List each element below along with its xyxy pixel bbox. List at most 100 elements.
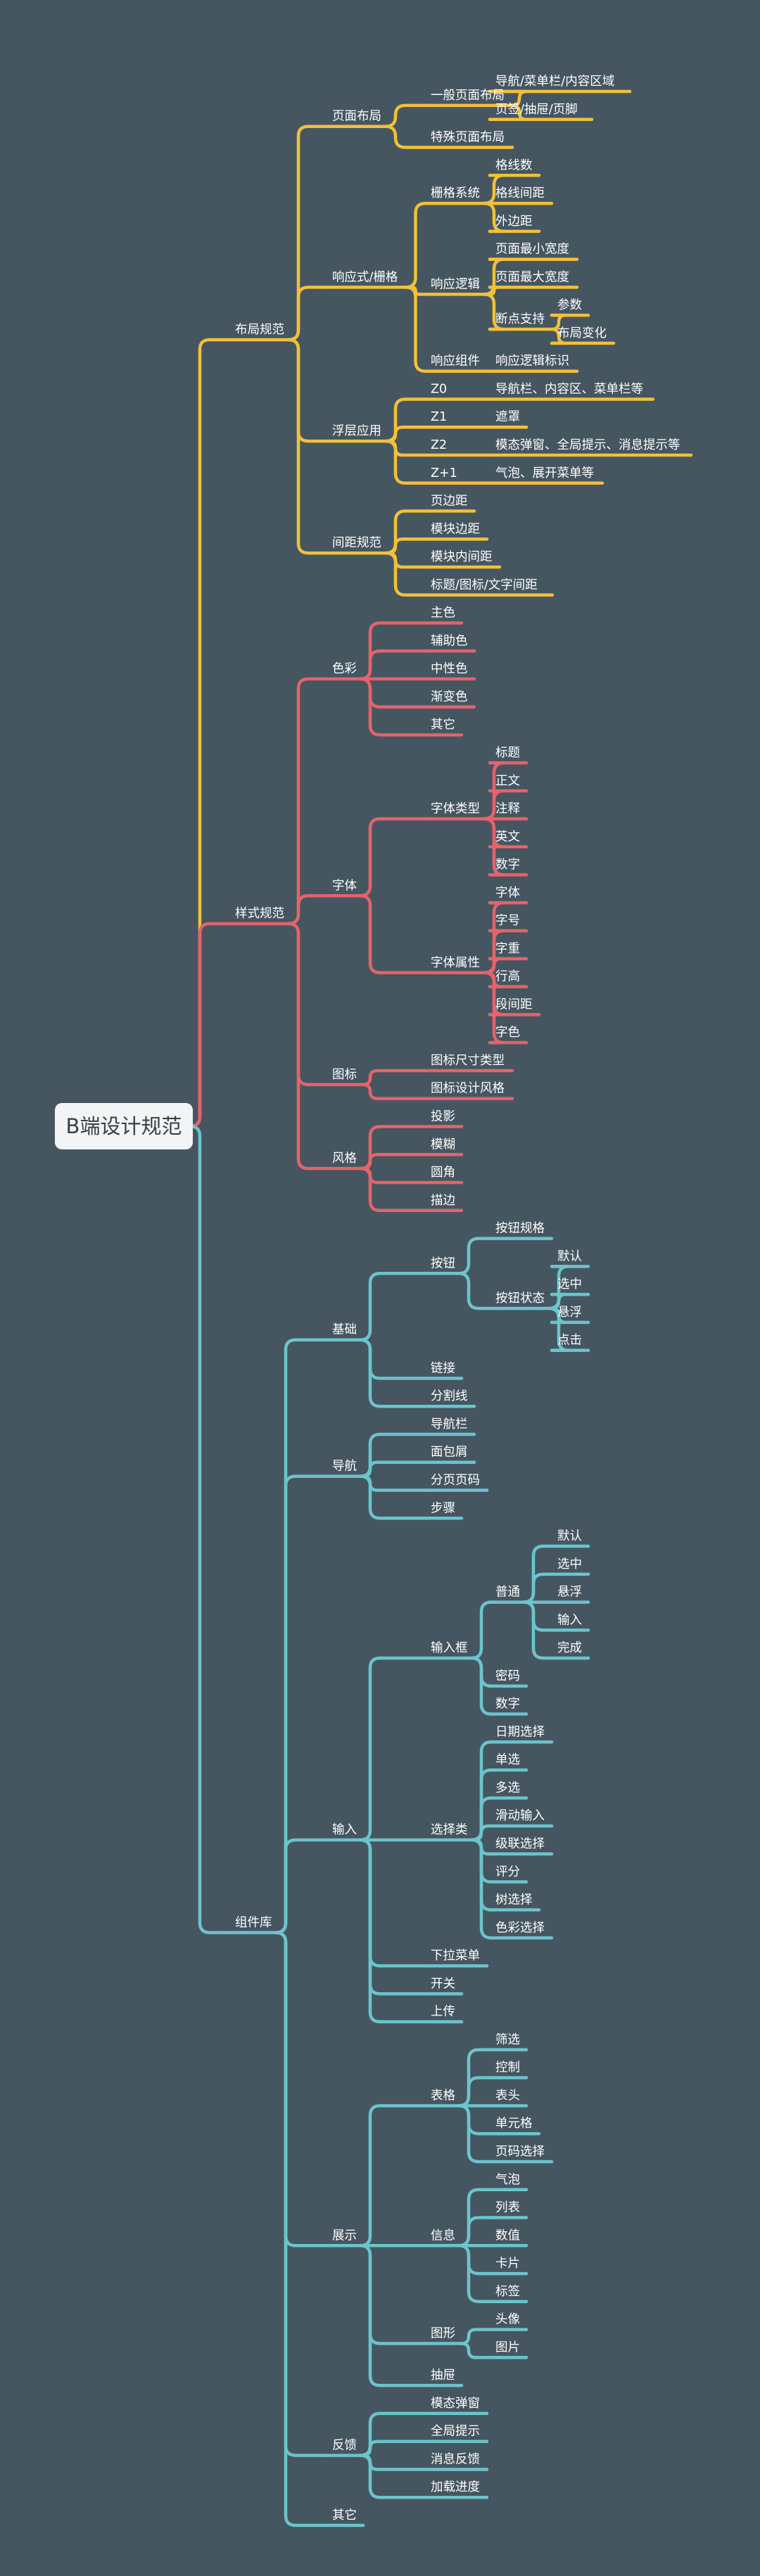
node-label-89[interactable]: 日期选择	[495, 1725, 545, 1739]
node-label-4[interactable]: 页签/抽屉/页脚	[495, 103, 578, 117]
node-label-2[interactable]: 一般页面布局	[431, 89, 505, 103]
node-label-85[interactable]: 完成	[557, 1641, 582, 1655]
node-label-77[interactable]: 步骤	[431, 1501, 455, 1515]
node-label-95[interactable]: 树选择	[495, 1893, 533, 1907]
node-label-91[interactable]: 多选	[495, 1781, 520, 1795]
node-label-39[interactable]: 其它	[431, 718, 455, 732]
node-label-54[interactable]: 图标	[332, 1068, 357, 1082]
node-label-68[interactable]: 选中	[557, 1277, 582, 1292]
node-label-34[interactable]: 色彩	[332, 662, 357, 676]
node-label-60[interactable]: 圆角	[431, 1166, 455, 1180]
node-label-3[interactable]: 导航/菜单栏/内容区域	[495, 75, 614, 89]
node-label-47[interactable]: 字体属性	[431, 956, 480, 970]
node-label-7[interactable]: 栅格系统	[431, 186, 480, 200]
node-label-76[interactable]: 分页页码	[431, 1474, 480, 1488]
node-label-29[interactable]: 页边距	[431, 495, 468, 509]
node-label-61[interactable]: 描边	[431, 1194, 455, 1208]
node-label-51[interactable]: 行高	[495, 970, 520, 984]
node-label-16[interactable]: 布局变化	[557, 326, 607, 340]
node-label-50[interactable]: 字重	[495, 942, 520, 956]
node-label-93[interactable]: 级联选择	[495, 1837, 545, 1851]
node-label-23[interactable]: 遮罩	[495, 410, 520, 424]
node-label-53[interactable]: 字色	[495, 1026, 520, 1040]
node-label-83[interactable]: 悬浮	[557, 1586, 582, 1600]
node-label-17[interactable]: 响应组件	[431, 355, 480, 369]
node-label-43[interactable]: 正文	[495, 774, 520, 788]
node-label-105[interactable]: 单元格	[495, 2117, 533, 2131]
node-label-87[interactable]: 数字	[495, 1697, 520, 1711]
node-label-118[interactable]: 模态弹窗	[431, 2397, 480, 2411]
node-label-52[interactable]: 段间距	[495, 997, 533, 1012]
node-label-102[interactable]: 筛选	[495, 2033, 520, 2047]
node-label-8[interactable]: 格线数	[495, 158, 533, 172]
node-label-117[interactable]: 反馈	[332, 2439, 357, 2453]
node-label-63[interactable]: 基础	[332, 1323, 357, 1337]
node-label-120[interactable]: 消息反馈	[431, 2452, 480, 2466]
node-label-110[interactable]: 数值	[495, 2229, 520, 2243]
node-label-92[interactable]: 滑动输入	[495, 1809, 545, 1823]
node-label-10[interactable]: 外边距	[495, 215, 533, 229]
node-label-69[interactable]: 悬浮	[557, 1306, 582, 1320]
node-label-38[interactable]: 渐变色	[431, 690, 468, 704]
node-label-94[interactable]: 评分	[495, 1865, 520, 1879]
node-label-67[interactable]: 默认	[557, 1249, 582, 1263]
node-label-20[interactable]: Z0	[431, 382, 447, 396]
node-label-12[interactable]: 页面最小宽度	[495, 243, 569, 257]
node-label-28[interactable]: 间距规范	[332, 536, 381, 550]
node-label-100[interactable]: 展示	[332, 2229, 357, 2243]
node-label-44[interactable]: 注释	[495, 802, 520, 816]
node-label-64[interactable]: 按钮	[431, 1256, 455, 1270]
node-label-88[interactable]: 选择类	[431, 1823, 468, 1837]
node-label-56[interactable]: 图标设计风格	[431, 1082, 505, 1096]
node-label-37[interactable]: 中性色	[431, 662, 468, 676]
node-label-74[interactable]: 导航栏	[431, 1417, 468, 1432]
node-label-59[interactable]: 模糊	[431, 1137, 455, 1152]
node-label-6[interactable]: 响应式/栅格	[332, 270, 398, 284]
node-label-81[interactable]: 默认	[557, 1529, 582, 1543]
node-label-33[interactable]: 样式规范	[235, 907, 284, 921]
node-label-82[interactable]: 选中	[557, 1557, 582, 1571]
node-label-86[interactable]: 密码	[495, 1669, 520, 1683]
node-label-32[interactable]: 标题/图标/文字间距	[431, 578, 538, 592]
node-label-121[interactable]: 加载进度	[431, 2480, 480, 2494]
node-label-19[interactable]: 浮层应用	[332, 424, 381, 438]
node-label-13[interactable]: 页面最大宽度	[495, 270, 569, 284]
node-label-15[interactable]: 参数	[557, 298, 582, 312]
node-label-99[interactable]: 上传	[431, 2005, 455, 2019]
node-label-0[interactable]: 布局规范	[235, 323, 284, 337]
node-label-62[interactable]: 组件库	[235, 1915, 272, 1930]
node-label-109[interactable]: 列表	[495, 2201, 520, 2215]
node-label-25[interactable]: 模态弹窗、全局提示、消息提示等	[495, 438, 680, 452]
node-label-55[interactable]: 图标尺寸类型	[431, 1054, 505, 1068]
node-label-58[interactable]: 投影	[431, 1109, 455, 1123]
node-label-84[interactable]: 输入	[557, 1613, 582, 1627]
node-label-90[interactable]: 单选	[495, 1753, 520, 1767]
node-label-98[interactable]: 开关	[431, 1977, 455, 1991]
node-label-48[interactable]: 字体	[495, 886, 520, 900]
node-label-26[interactable]: Z+1	[431, 466, 457, 480]
node-label-106[interactable]: 页码选择	[495, 2145, 545, 2159]
node-label-104[interactable]: 表头	[495, 2089, 520, 2103]
node-label-114[interactable]: 头像	[495, 2313, 520, 2327]
node-label-112[interactable]: 标签	[495, 2285, 520, 2299]
node-label-70[interactable]: 点击	[557, 1334, 582, 1348]
node-label-113[interactable]: 图形	[431, 2326, 455, 2340]
node-label-41[interactable]: 字体类型	[431, 802, 480, 816]
node-label-66[interactable]: 按钮状态	[495, 1292, 545, 1306]
node-label-5[interactable]: 特殊页面布局	[431, 131, 505, 145]
node-label-115[interactable]: 图片	[495, 2340, 520, 2354]
node-label-96[interactable]: 色彩选择	[495, 1921, 545, 1935]
node-label-24[interactable]: Z2	[431, 438, 447, 452]
node-label-31[interactable]: 模块内间距	[431, 550, 493, 564]
node-label-79[interactable]: 输入框	[431, 1641, 468, 1655]
node-label-42[interactable]: 标题	[495, 746, 520, 760]
node-label-36[interactable]: 辅助色	[431, 634, 468, 648]
node-label-108[interactable]: 气泡	[495, 2173, 520, 2187]
root-node[interactable]: B端设计规范	[55, 1103, 193, 1149]
node-label-46[interactable]: 数字	[495, 858, 520, 872]
node-label-9[interactable]: 格线间距	[495, 186, 545, 200]
node-label-1[interactable]: 页面布局	[332, 110, 381, 124]
node-label-78[interactable]: 输入	[332, 1823, 357, 1837]
node-label-14[interactable]: 断点支持	[495, 312, 545, 326]
node-label-27[interactable]: 气泡、展开菜单等	[495, 466, 594, 480]
